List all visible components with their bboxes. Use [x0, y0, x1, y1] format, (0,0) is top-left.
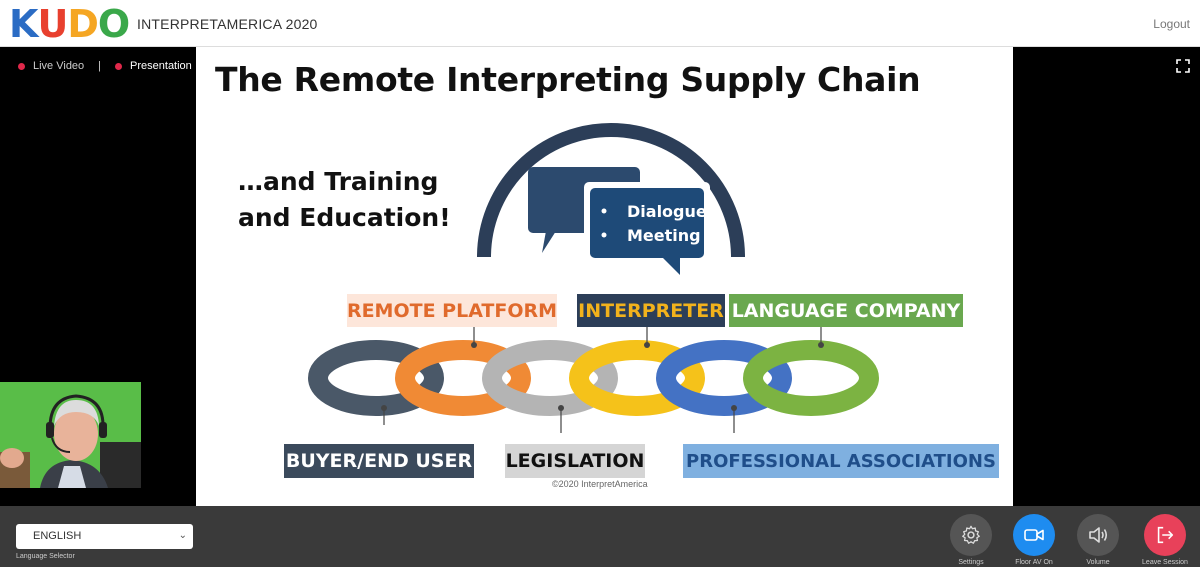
training-line-2: and Education!: [238, 203, 451, 232]
label-language-company: LANGUAGE COMPANY: [729, 294, 963, 327]
floor-av-button[interactable]: [1013, 514, 1055, 556]
presentation-slide: The Remote Interpreting Supply Chain …an…: [196, 47, 1013, 506]
arch-shape: [477, 123, 745, 258]
toggle-separator: |: [98, 60, 102, 72]
language-selector[interactable]: ENGLISH ⌄: [16, 524, 193, 549]
volume-caption: Volume: [1086, 559, 1110, 566]
top-header: K U D O INTERPRETAMERICA 2020 Logout: [0, 0, 1200, 47]
main-stage: Live Video | Presentation The Remote Int…: [0, 47, 1200, 506]
chain-link-2: [395, 340, 531, 416]
live-video-dot-icon: [18, 62, 25, 70]
event-title: INTERPRETAMERICA 2020: [137, 16, 318, 32]
speaker-icon: [1089, 527, 1108, 543]
slide-title: The Remote Interpreting Supply Chain: [215, 60, 921, 99]
chevron-down-icon: ⌄: [178, 530, 187, 541]
presentation-toggle[interactable]: Presentation: [115, 60, 192, 72]
chain-link-4: [569, 340, 705, 416]
speech-bubbles-diagram: [477, 123, 745, 275]
bubble-text: Dialogue Meeting: [627, 200, 707, 248]
participant-image: [0, 382, 141, 488]
chain-link-6: [743, 340, 879, 416]
leave-session-button[interactable]: [1144, 514, 1186, 556]
label-remote-platform-text: REMOTE PLATFORM: [346, 299, 558, 322]
participant-video[interactable]: [0, 382, 141, 488]
settings-caption: Settings: [958, 559, 984, 566]
leave-session-caption: Leave Session: [1142, 559, 1188, 566]
chain-link-3: [482, 340, 618, 416]
label-interpreter-text: INTERPRETER: [578, 299, 724, 322]
kudo-logo[interactable]: K U D O: [9, 2, 130, 46]
gear-icon: [962, 525, 980, 544]
chain-diagram: [308, 327, 879, 433]
training-line-1: …and Training: [238, 167, 439, 196]
chain-link-1: [308, 340, 444, 416]
training-text: …and Training and Education!: [238, 164, 451, 236]
label-professional-associations: PROFESSIONAL ASSOCIATIONS: [683, 444, 999, 478]
fullscreen-icon[interactable]: [1176, 59, 1190, 73]
label-interpreter: INTERPRETER: [577, 294, 725, 327]
bottom-toolbar: ENGLISH ⌄ Language Selector Settings Flo…: [0, 506, 1200, 567]
live-video-label: Live Video: [33, 60, 85, 72]
logo-letter-o: O: [97, 2, 130, 46]
live-video-toggle[interactable]: Live Video: [18, 60, 84, 72]
chain-link-5: [656, 340, 792, 416]
label-legislation-text: LEGISLATION: [505, 450, 645, 472]
front-bubble: [590, 188, 704, 258]
logo-letter-u: U: [37, 2, 68, 46]
presentation-dot-icon: [115, 62, 123, 70]
label-buyer-end-user: BUYER/END USER: [284, 444, 474, 478]
label-buyer-end-user-text: BUYER/END USER: [285, 450, 473, 472]
label-legislation: LEGISLATION: [505, 444, 645, 478]
language-selector-caption: Language Selector: [16, 553, 75, 560]
logout-link[interactable]: Logout: [1153, 17, 1190, 31]
video-camera-icon: [1024, 529, 1044, 541]
view-toggle: Live Video | Presentation: [18, 60, 192, 72]
logo-letter-k: K: [9, 2, 38, 46]
label-language-company-text: LANGUAGE COMPANY: [731, 299, 961, 322]
bubble-item-dialogue: Dialogue: [627, 202, 707, 221]
slide-copyright: ©2020 InterpretAmerica: [552, 479, 648, 489]
settings-button[interactable]: [950, 514, 992, 556]
exit-icon: [1157, 526, 1174, 544]
volume-button[interactable]: [1077, 514, 1119, 556]
presentation-label: Presentation: [130, 60, 192, 72]
label-remote-platform: REMOTE PLATFORM: [347, 294, 557, 327]
logo-letter-d: D: [67, 2, 99, 46]
floor-av-caption: Floor AV On: [1015, 559, 1053, 566]
bubble-item-meeting: Meeting: [627, 226, 701, 245]
language-selector-value: ENGLISH: [33, 530, 82, 542]
label-professional-associations-text: PROFESSIONAL ASSOCIATIONS: [686, 450, 996, 472]
